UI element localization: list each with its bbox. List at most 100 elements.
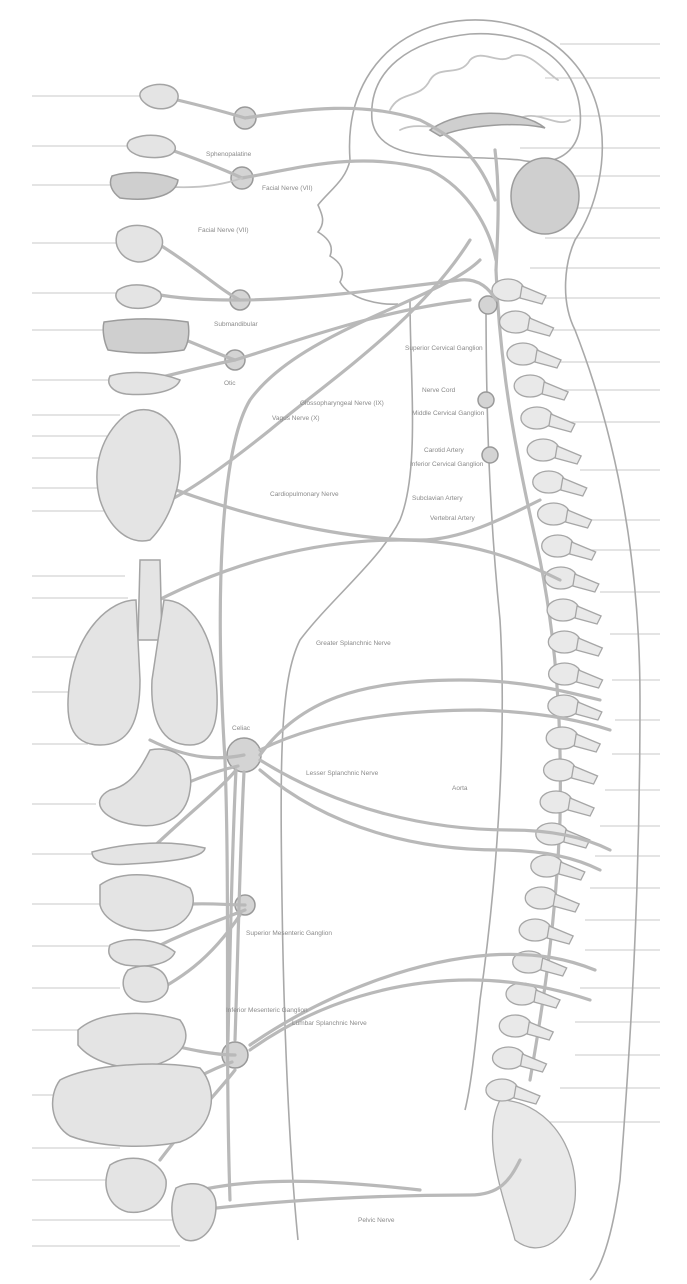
- vertebra-process: [534, 990, 560, 1008]
- label-vertebral-artery: Vertebral Artery: [430, 515, 476, 522]
- vertebra: [514, 375, 546, 397]
- small-intestine-organ: [78, 1013, 186, 1067]
- vertebra-process: [570, 542, 596, 560]
- kidney-organ: [123, 966, 168, 1002]
- vertebra-process: [520, 286, 546, 304]
- label-superior-cervical-ganglion: Superior Cervical Ganglion: [405, 345, 483, 352]
- label-aorta: Aorta: [452, 785, 468, 792]
- right-lung-organ: [152, 600, 217, 745]
- stomach-organ: [100, 749, 191, 826]
- vertebra: [533, 471, 565, 493]
- vertebra: [507, 343, 539, 365]
- vertebra: [548, 695, 580, 717]
- vertebra: [519, 919, 551, 941]
- label-otic-ganglion: Otic: [224, 380, 236, 387]
- label-carotid-artery: Carotid Artery: [424, 447, 464, 454]
- pancreas-organ: [92, 843, 205, 864]
- parotid-gland-organ: [116, 225, 162, 262]
- vertebra-process: [514, 1086, 540, 1104]
- vertebra: [492, 1047, 524, 1069]
- aorta-vessel: [465, 300, 502, 1110]
- vertebra-process: [577, 670, 603, 688]
- vertebra: [546, 727, 578, 749]
- label-pelvic-nerve: Pelvic Nerve: [358, 1217, 395, 1224]
- nerve-path: [160, 295, 240, 300]
- vertebra-process: [559, 862, 585, 880]
- bladder-organ: [106, 1158, 166, 1212]
- label-lumbar-splanchnic-nerve: Lumbar Splanchnic Nerve: [292, 1020, 367, 1027]
- vertebra: [540, 791, 572, 813]
- vertebra-process: [576, 702, 602, 720]
- vertebra-process: [535, 350, 561, 368]
- vertebra: [531, 855, 563, 877]
- vertebra-process: [576, 638, 602, 656]
- vertebra: [486, 1079, 518, 1101]
- label-subclavian-artery: Subclavian Artery: [412, 495, 463, 502]
- cranial-ganglia: [222, 107, 498, 1068]
- liver-organ: [100, 875, 193, 931]
- vertebra-process: [568, 798, 594, 816]
- vertebra-process: [528, 318, 554, 336]
- vertebra: [527, 439, 559, 461]
- label-vagus-nerve: Vagus Nerve (X): [272, 415, 320, 422]
- vertebra-process: [573, 574, 599, 592]
- eye-organ: [140, 84, 178, 108]
- label-submandibular-ganglion: Submandibular: [214, 321, 259, 328]
- vertebra: [499, 1015, 531, 1037]
- nerve-path: [160, 146, 496, 260]
- label-lesser-splanchnic-nerve: Lesser Splanchnic Nerve: [306, 770, 379, 777]
- nerve-path: [160, 96, 495, 200]
- trachea-organ: [138, 560, 162, 640]
- pelvic-nerve-path: [180, 1181, 420, 1195]
- genital-organ: [172, 1184, 216, 1241]
- label-nerve-cord: Nerve Cord: [422, 387, 456, 394]
- label-glossopharyngeal-nerve: Glossopharyngeal Nerve (IX): [300, 400, 384, 407]
- label-facial-nerve-upper: Facial Nerve (VII): [262, 185, 313, 192]
- vertebra: [548, 631, 580, 653]
- heart-organ: [97, 410, 180, 541]
- nasal-mucosa-organ: [110, 173, 178, 200]
- sublingual-gland-organ: [109, 373, 180, 395]
- vertebra-process: [572, 766, 598, 784]
- cardiopulmonary-nerve-path: [140, 540, 560, 610]
- left-lung-organ: [68, 600, 140, 745]
- vertebra-process: [549, 414, 575, 432]
- vertebra: [542, 535, 574, 557]
- vertebra: [525, 887, 557, 909]
- face-profile: [318, 160, 398, 304]
- vertebra: [492, 279, 524, 301]
- vertebra: [500, 311, 532, 333]
- vertebra: [549, 663, 581, 685]
- vertebra-process: [574, 734, 600, 752]
- vertebra: [521, 407, 553, 429]
- vertebra-process: [555, 446, 581, 464]
- label-cardiopulmonary-nerve: Cardiopulmonary Nerve: [270, 491, 339, 498]
- vertebra-process: [553, 894, 579, 912]
- label-inferior-cervical-ganglion: Inferior Cervical Ganglion: [410, 461, 484, 468]
- label-middle-cervical-ganglion: Middle Cervical Ganglion: [412, 410, 485, 417]
- vertebra-process: [566, 510, 592, 528]
- submandibular-gland-organ: [116, 285, 161, 308]
- vertebra-process: [542, 382, 568, 400]
- label-greater-splanchnic-nerve: Greater Splanchnic Nerve: [316, 640, 391, 647]
- cervical-ganglion: [482, 447, 498, 463]
- label-sphenopalatine-ganglion: Sphenopalatine: [206, 151, 252, 158]
- label-celiac-ganglion: Celiac: [232, 725, 251, 732]
- teeth-organ: [103, 319, 189, 353]
- cervical-ganglion: [478, 392, 494, 408]
- label-superior-mesenteric-ganglion: Superior Mesenteric Ganglion: [246, 930, 332, 937]
- vertebra-process: [575, 606, 601, 624]
- lesser-splanchnic-path: [260, 770, 600, 870]
- vertebra: [547, 599, 579, 621]
- cerebellum: [511, 158, 579, 234]
- large-intestine-organ: [53, 1064, 212, 1146]
- cardiopulmonary-nerve-path: [150, 480, 540, 540]
- vertebra: [545, 567, 577, 589]
- vertebra-process: [561, 478, 587, 496]
- vertebra: [544, 759, 576, 781]
- lacrimal-gland-organ: [127, 135, 175, 157]
- organs: [53, 84, 218, 1240]
- label-facial-nerve-lower: Facial Nerve (VII): [198, 227, 249, 234]
